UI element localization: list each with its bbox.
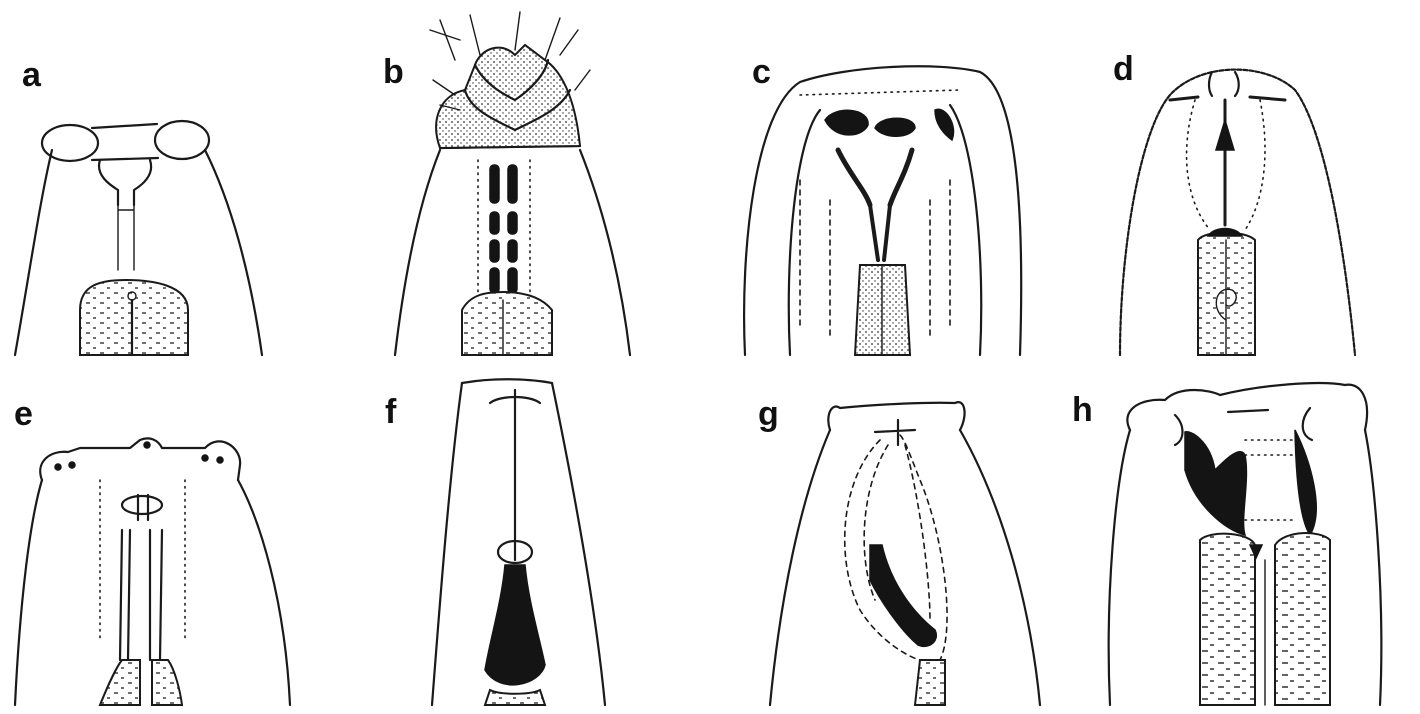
panel-label-a: a <box>22 58 41 92</box>
panel-f-drawing <box>432 379 605 705</box>
panel-label-e: e <box>14 397 33 431</box>
panel-b-drawing <box>395 12 630 355</box>
panel-g-drawing <box>770 402 1040 705</box>
panel-label-h: h <box>1072 393 1093 427</box>
panel-label-b: b <box>383 55 404 89</box>
panel-c-drawing <box>744 66 1021 355</box>
panel-h-drawing <box>1109 383 1382 705</box>
panel-label-d: d <box>1113 52 1134 86</box>
panel-label-c: c <box>752 55 771 89</box>
panel-label-g: g <box>758 397 779 431</box>
panel-a-drawing <box>15 121 262 355</box>
panel-label-f: f <box>385 395 396 429</box>
panel-d-drawing <box>1120 70 1355 355</box>
panel-e-drawing <box>15 438 290 705</box>
